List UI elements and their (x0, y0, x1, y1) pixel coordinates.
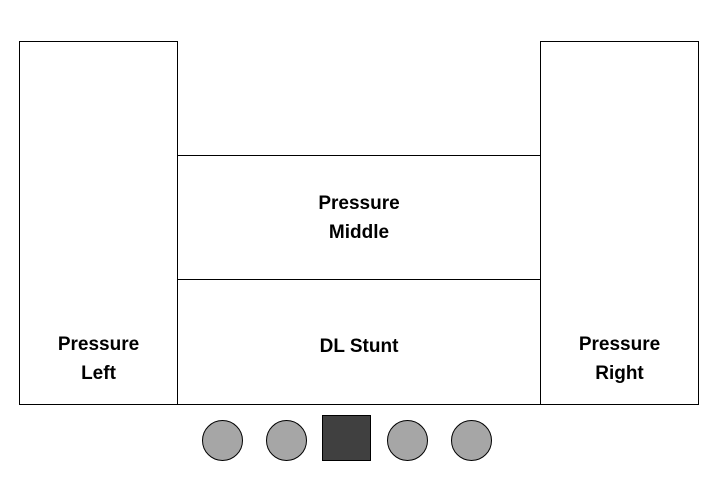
player-marker-5 (451, 420, 492, 461)
pressure-middle-zone: Pressure Middle (177, 155, 541, 280)
player-marker-2 (266, 420, 307, 461)
pressure-left-label: Pressure Left (57, 334, 140, 384)
pressure-right-label: Pressure Right (578, 334, 661, 384)
pressure-left-zone: Pressure Left (19, 41, 178, 405)
player-marker-1 (202, 420, 243, 461)
player-marker-4 (387, 420, 428, 461)
pressure-right-zone: Pressure Right (540, 41, 699, 405)
dl-stunt-zone: DL Stunt (177, 279, 541, 405)
dl-stunt-label: DL Stunt (319, 336, 399, 357)
pressure-middle-label: Pressure Middle (318, 192, 400, 243)
center-marker (322, 415, 371, 461)
